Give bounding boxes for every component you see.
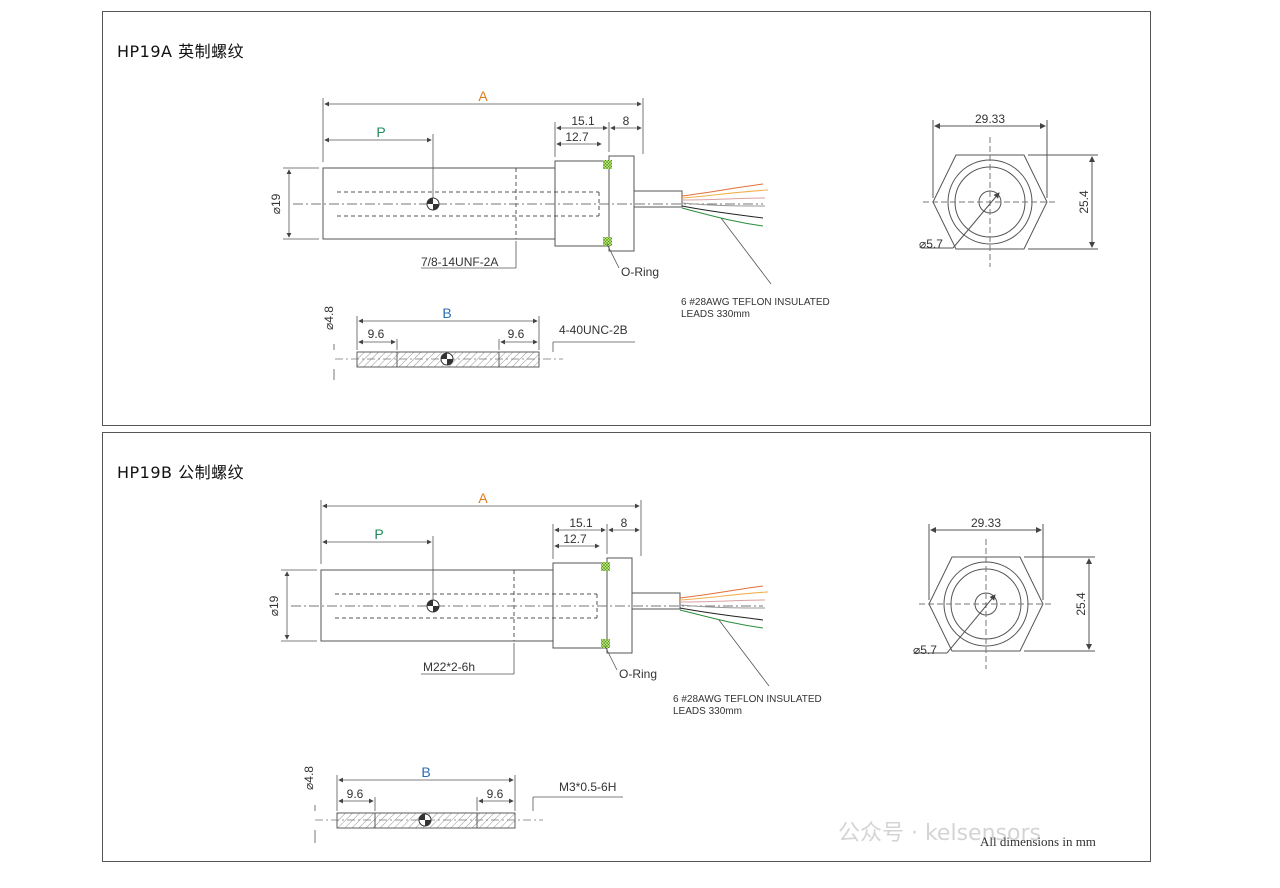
dim-29-33: 29.33 bbox=[975, 112, 1005, 126]
dim-12-7: 12.7 bbox=[565, 130, 589, 144]
dim-4-8: ⌀4.8 bbox=[302, 766, 316, 790]
center-mark-icon bbox=[426, 197, 440, 211]
thread-label: 7/8-14UNF-2A bbox=[421, 255, 498, 269]
rod-center-mark-icon bbox=[418, 813, 432, 827]
rod-view bbox=[333, 316, 635, 380]
dim-9-6-left: 9.6 bbox=[368, 327, 385, 341]
dim-29-33: 29.33 bbox=[971, 516, 1001, 530]
dim-15-1: 15.1 bbox=[571, 114, 595, 128]
cable-exit bbox=[633, 190, 683, 208]
thread-label: M22*2-6h bbox=[423, 660, 475, 674]
drawing-panel-hp19a: HP19A 英制螺纹 bbox=[102, 11, 1151, 426]
hp19a-drawing: A P 15.1 8 12.7 ⌀19 7/8-14UNF-2A O-Ring … bbox=[269, 88, 1098, 380]
cable-exit bbox=[631, 592, 681, 610]
hp19b-drawing: A P 15.1 8 12.7 ⌀19 M22*2-6h O-Ring 6 #2… bbox=[267, 490, 1095, 843]
dim-8: 8 bbox=[623, 114, 630, 128]
dimensions-note: All dimensions in mm bbox=[980, 834, 1096, 849]
dim-15-1: 15.1 bbox=[569, 516, 593, 530]
o-ring-label: O-Ring bbox=[619, 667, 657, 681]
dim-a-label: A bbox=[478, 490, 488, 506]
dim-p-label: P bbox=[376, 124, 385, 140]
lead-wires bbox=[681, 183, 769, 227]
o-ring-top bbox=[601, 562, 610, 571]
dim-4-8: ⌀4.8 bbox=[322, 306, 336, 330]
o-ring-bottom bbox=[601, 639, 610, 648]
o-ring-top bbox=[603, 160, 612, 169]
dim-8: 8 bbox=[621, 516, 628, 530]
dim-25-4: 25.4 bbox=[1077, 190, 1091, 214]
dim-b-label: B bbox=[421, 764, 430, 780]
dim-19: ⌀19 bbox=[269, 193, 283, 214]
dim-9-6-left: 9.6 bbox=[347, 787, 364, 801]
o-ring-label: O-Ring bbox=[621, 265, 659, 279]
o-ring-bottom bbox=[603, 237, 612, 246]
dim-a-label: A bbox=[478, 88, 488, 104]
center-mark-icon bbox=[426, 599, 440, 613]
dim-25-4: 25.4 bbox=[1074, 592, 1088, 616]
panel-title: HP19B 公制螺纹 bbox=[117, 463, 245, 482]
watermark: 公众号 · kelsensors bbox=[838, 821, 1041, 846]
dim-5-7: ⌀5.7 bbox=[913, 643, 937, 657]
dim-9-6-right: 9.6 bbox=[487, 787, 504, 801]
leads-label-line2: LEADS 330mm bbox=[673, 706, 742, 717]
dim-12-7: 12.7 bbox=[563, 532, 587, 546]
rod-thread-label: 4-40UNC-2B bbox=[559, 323, 628, 337]
leads-label-line2: LEADS 330mm bbox=[681, 309, 750, 320]
leads-label-line1: 6 #28AWG TEFLON INSULATED bbox=[673, 694, 822, 705]
leads-label-line1: 6 #28AWG TEFLON INSULATED bbox=[681, 297, 830, 308]
drawing-panel-hp19b: HP19B 公制螺纹 bbox=[102, 432, 1151, 862]
hex-end-view bbox=[921, 120, 1098, 267]
panel-title: HP19A 英制螺纹 bbox=[117, 42, 245, 61]
dim-b-label: B bbox=[442, 305, 451, 321]
dim-19: ⌀19 bbox=[267, 595, 281, 616]
lead-wires bbox=[679, 585, 769, 629]
dim-p-label: P bbox=[374, 526, 383, 542]
rod-center-mark-icon bbox=[440, 352, 454, 366]
rod-thread-label: M3*0.5-6H bbox=[559, 780, 616, 794]
dim-9-6-right: 9.6 bbox=[508, 327, 525, 341]
hex-end-view bbox=[915, 524, 1095, 669]
dim-5-7: ⌀5.7 bbox=[919, 237, 943, 251]
